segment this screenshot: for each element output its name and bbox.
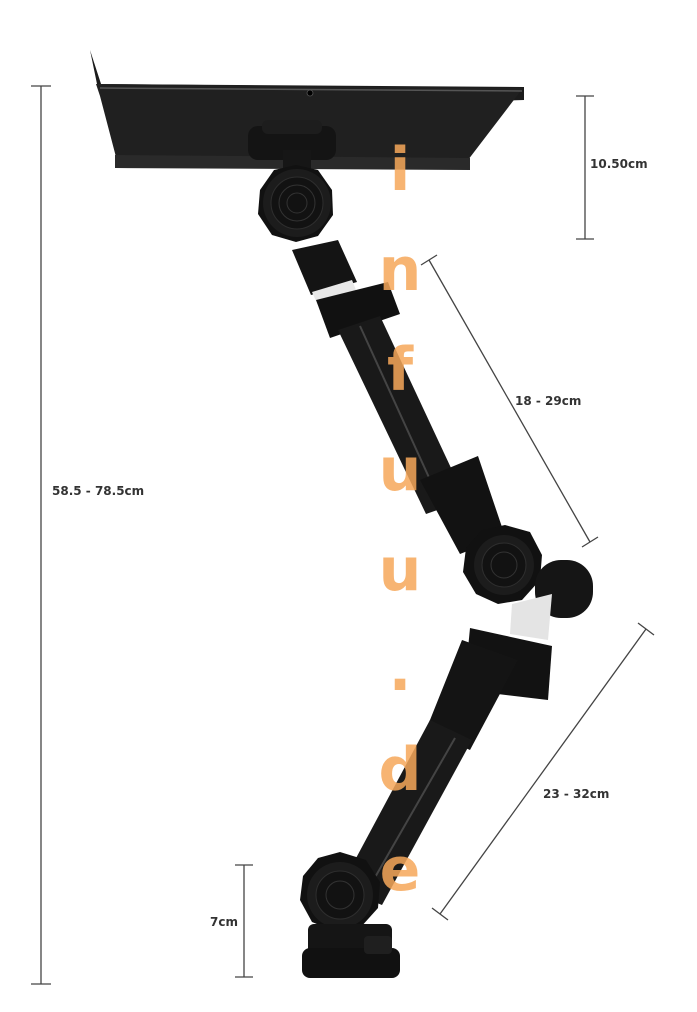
elbow-knob (463, 525, 593, 640)
watermark-letter: i (390, 135, 411, 205)
dimension-total-height (31, 85, 51, 985)
label-clamp-height: 7cm (210, 915, 238, 929)
label-upper-arm: 18 - 29cm (515, 394, 581, 408)
watermark-letter: u (379, 535, 422, 605)
dimension-lower-arm (431, 622, 655, 921)
upper-arm (292, 240, 505, 554)
lower-arm (340, 628, 552, 905)
dimension-tray-height (576, 95, 594, 240)
label-tray-height: 10.50cm (590, 157, 648, 171)
label-total-height: 58.5 - 78.5cm (52, 484, 144, 498)
desk-clamp (302, 924, 400, 978)
label-lower-arm: 23 - 32cm (543, 787, 609, 801)
watermark-letter: n (379, 235, 422, 305)
bottom-knob (300, 852, 380, 932)
watermark: i n f u u . d e (379, 135, 422, 905)
tray-mount-bracket (248, 120, 336, 178)
watermark-letter: u (379, 435, 422, 505)
watermark-letter: . (389, 635, 412, 705)
watermark-letter: e (380, 835, 421, 905)
watermark-letter: d (379, 735, 422, 805)
dimension-clamp-height (235, 864, 253, 978)
watermark-letter: f (387, 335, 414, 405)
dimension-upper-arm (420, 254, 599, 548)
upper-knob (258, 165, 333, 242)
